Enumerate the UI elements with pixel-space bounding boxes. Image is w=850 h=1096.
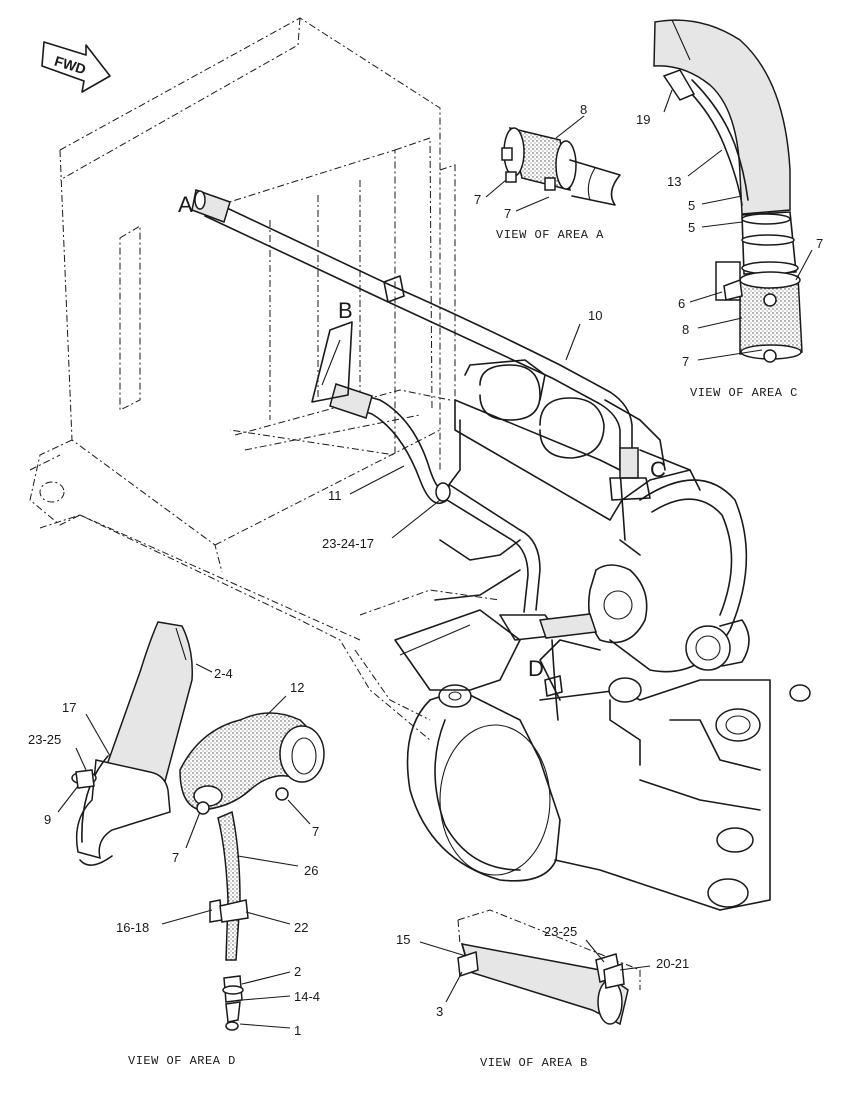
area-d-callout-14-4: 14-4 — [294, 989, 320, 1004]
area-a-callout-8: 8 — [580, 102, 587, 117]
area-c-callout-6: 6 — [678, 296, 685, 311]
view-area-c: 19 13 5 5 7 6 8 7 VIEW OF AREA C — [636, 19, 823, 400]
area-c-callout-13: 13 — [667, 174, 681, 189]
area-b-callout-15: 15 — [396, 932, 410, 947]
machine-frame — [29, 17, 501, 741]
area-c-callout-8: 8 — [682, 322, 689, 337]
area-d-callout-22: 22 — [294, 920, 308, 935]
fwd-label: FWD — [53, 53, 88, 78]
callout-23-24-17: 23-24-17 — [322, 536, 374, 551]
area-d-callout-7-right: 7 — [312, 824, 319, 839]
caption-area-a: VIEW OF AREA A — [496, 228, 604, 242]
engine-block — [394, 359, 811, 911]
area-c-callout-7-upper: 7 — [816, 236, 823, 251]
area-d-callout-16-18: 16-18 — [116, 920, 149, 935]
area-d-callout-12: 12 — [290, 680, 304, 695]
area-label-b: B — [338, 298, 353, 323]
view-area-a: 8 7 7 VIEW OF AREA A — [474, 102, 621, 242]
caption-area-c: VIEW OF AREA C — [690, 386, 798, 400]
caption-area-b: VIEW OF AREA B — [480, 1056, 588, 1070]
area-d-callout-2-4: 2-4 — [214, 666, 233, 681]
view-area-d: 2-4 12 17 23-25 9 7 7 26 16-18 22 2 14-4… — [28, 621, 325, 1068]
area-a-callout-7-left: 7 — [474, 192, 481, 207]
area-d-callout-23-25: 23-25 — [28, 732, 61, 747]
area-d-callout-9: 9 — [44, 812, 51, 827]
area-label-c: C — [650, 457, 666, 482]
area-label-a: A — [178, 192, 193, 217]
view-area-b: 15 23-25 20-21 3 VIEW OF AREA B — [396, 909, 689, 1070]
area-label-d: D — [528, 656, 544, 681]
area-d-callout-2: 2 — [294, 964, 301, 979]
bracket-b — [311, 321, 353, 403]
area-c-callout-7-lower: 7 — [682, 354, 689, 369]
caption-area-d: VIEW OF AREA D — [128, 1054, 236, 1068]
area-c-callout-5-lower: 5 — [688, 220, 695, 235]
area-d-callout-17: 17 — [62, 700, 76, 715]
area-b-callout-23-25: 23-25 — [544, 924, 577, 939]
tube-10 — [191, 189, 651, 501]
area-b-callout-3: 3 — [436, 1004, 443, 1019]
area-c-callout-5-upper: 5 — [688, 198, 695, 213]
callout-10: 10 — [588, 308, 602, 323]
area-a-callout-7-bottom: 7 — [504, 206, 511, 221]
area-c-callout-19: 19 — [636, 112, 650, 127]
area-d-callout-1: 1 — [294, 1023, 301, 1038]
callout-11: 11 — [328, 488, 342, 503]
area-d-callout-26: 26 — [304, 863, 318, 878]
area-d-callout-7-left: 7 — [172, 850, 179, 865]
area-b-callout-20-21: 20-21 — [656, 956, 689, 971]
fwd-arrow-icon: FWD — [41, 41, 111, 93]
